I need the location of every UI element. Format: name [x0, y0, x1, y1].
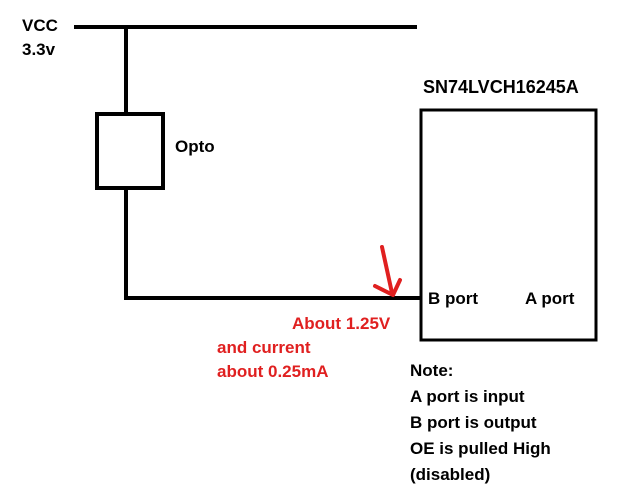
chip-label: SN74LVCH16245A [423, 77, 579, 97]
current-annotation-line1: and current [217, 338, 311, 357]
a-port-label: A port [525, 289, 575, 308]
measurement-arrow-head-left [373, 284, 395, 297]
chip-box [419, 108, 598, 342]
note-line: OE is pulled High [410, 439, 551, 458]
note-title: Note: [410, 361, 454, 380]
note-line: B port is output [410, 413, 537, 432]
opto-label: Opto [175, 137, 215, 156]
b-port-label: B port [428, 289, 479, 308]
note-block: Note: A port is input B port is output O… [410, 358, 551, 488]
current-annotation-line2: about 0.25mA [217, 362, 329, 381]
note-line: (disabled) [410, 465, 491, 484]
measurement-arrow-head-right [391, 278, 402, 297]
vcc-label: VCC [22, 16, 58, 35]
opto-box [95, 112, 165, 190]
voltage-annotation: About 1.25V [292, 314, 391, 333]
note-line: A port is input [410, 387, 525, 406]
measurement-arrow-shaft [380, 245, 394, 295]
vcc-voltage-label: 3.3v [22, 40, 56, 59]
